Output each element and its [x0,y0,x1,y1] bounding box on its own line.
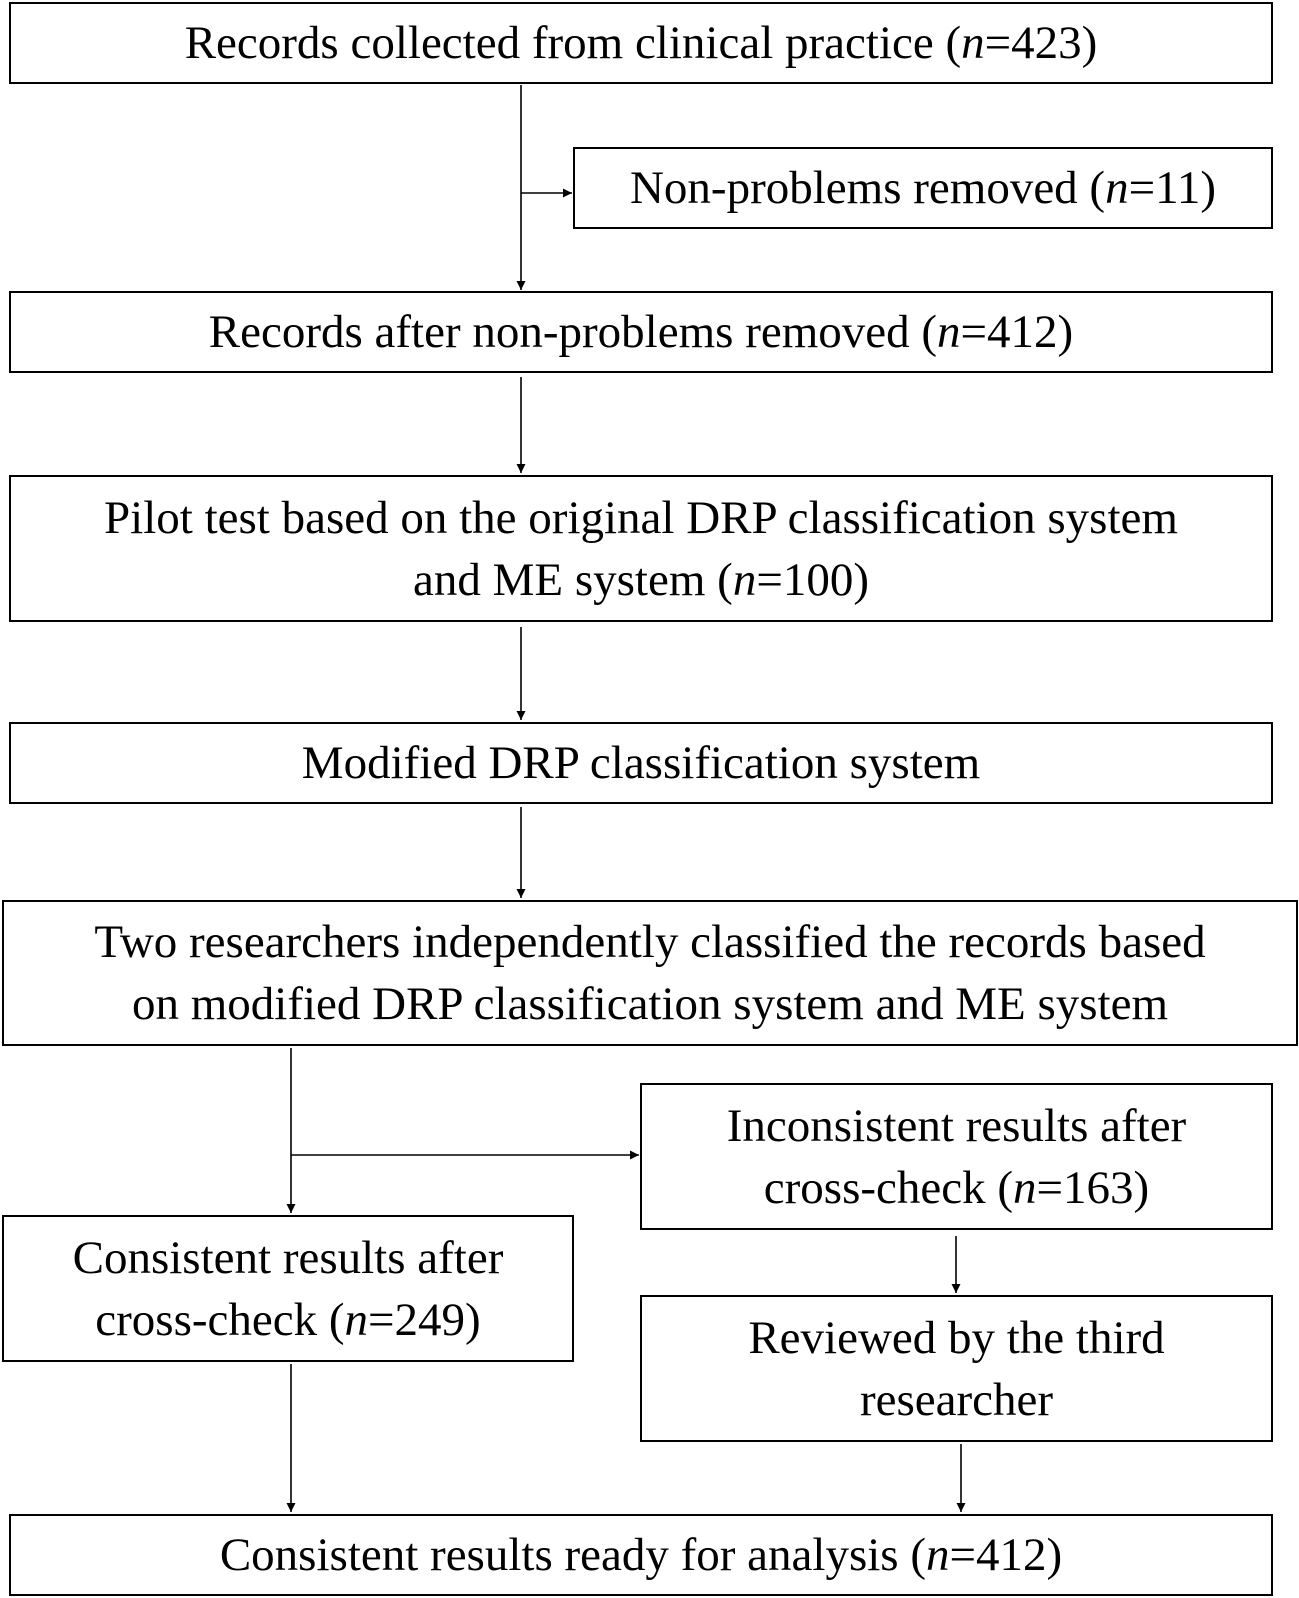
box-records-after-removed: Records after non-problems removed (n=41… [9,291,1273,373]
box-records-collected: Records collected from clinical practice… [9,2,1273,84]
box-two-researchers: Two researchers independently classified… [2,900,1298,1046]
box-pilot-test: Pilot test based on the original DRP cla… [9,475,1273,622]
box-modified-drp: Modified DRP classification system [9,722,1273,804]
box-non-problems-removed: Non-problems removed (n=11) [573,147,1273,229]
box-final-consistent: Consistent results ready for analysis (n… [9,1514,1273,1596]
